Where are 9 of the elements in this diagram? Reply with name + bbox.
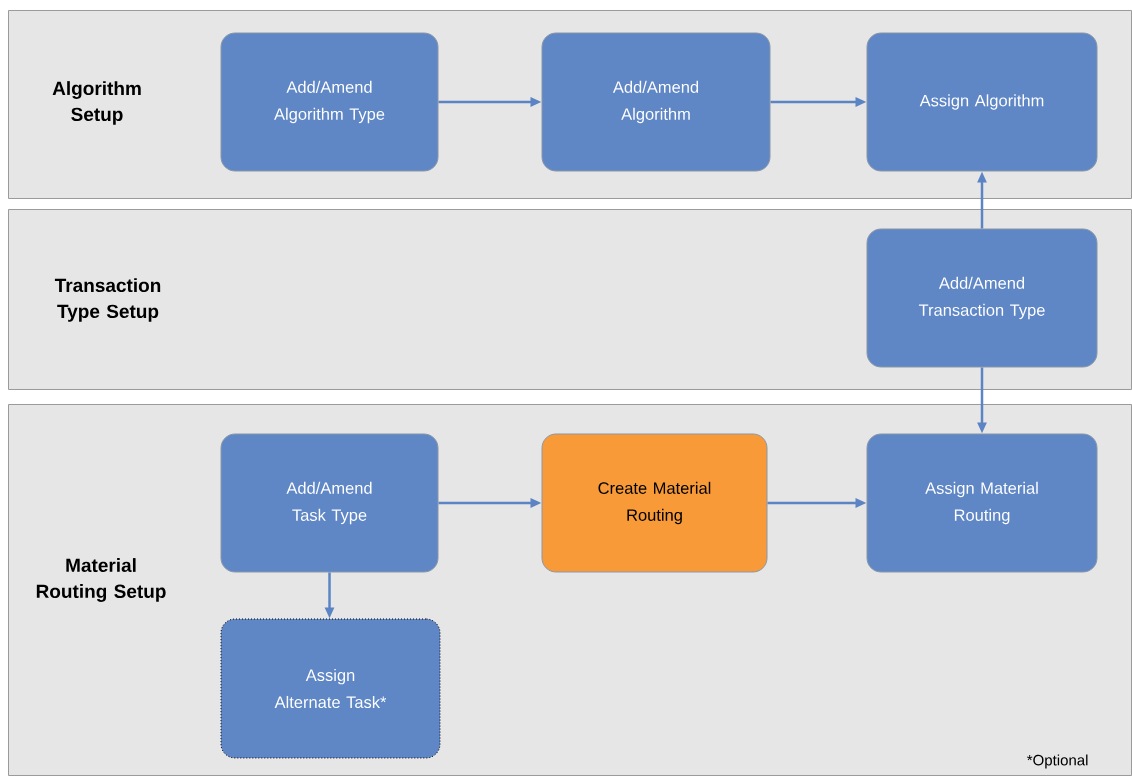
process-box: Assign Alternate Task* <box>220 618 441 759</box>
process-box: Create Material Routing <box>541 433 768 573</box>
process-box: Add/Amend Algorithm <box>541 32 771 172</box>
process-box: Add/Amend Task Type <box>220 433 439 573</box>
process-box: Add/Amend Transaction Type <box>866 228 1098 368</box>
process-box: Assign Algorithm <box>866 32 1098 172</box>
note: *Optional <box>1027 754 1088 769</box>
process-box: Assign Material Routing <box>866 433 1098 573</box>
process-box: Add/Amend Algorithm Type <box>220 32 439 172</box>
